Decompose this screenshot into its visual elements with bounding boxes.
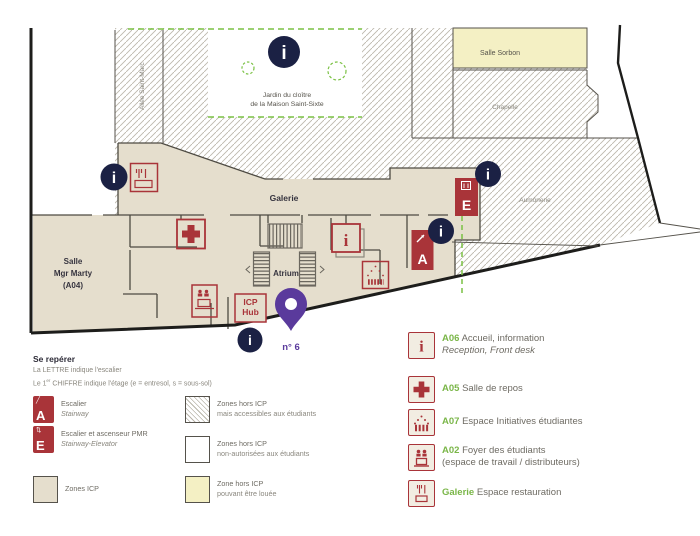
location-pin-icon xyxy=(275,288,307,331)
legend-zone-rentable: Zone hors ICP pouvant être louée xyxy=(185,476,277,503)
marty-label-2: Mgr Marty xyxy=(54,269,93,278)
zones-icp-swatch xyxy=(33,476,58,503)
info-marker: i xyxy=(268,36,300,68)
legend-a02: A02 Foyer des étudiants (espace de trava… xyxy=(408,444,580,471)
marty-label-3: (A04) xyxy=(63,281,83,290)
elevator-label-en: Stairway-Elevator xyxy=(61,438,118,448)
room-sublabel: Reception, Front desk xyxy=(442,345,535,356)
elevator-e-marker: E xyxy=(455,178,478,216)
zones-icp-label: Zones ICP xyxy=(65,484,99,493)
galerie-label: Galerie xyxy=(270,193,299,203)
garden-dashed-border xyxy=(128,28,362,118)
svg-text:i: i xyxy=(248,332,252,348)
first-aid-map-icon xyxy=(176,218,206,250)
legend-note-2: Le 1er CHIFFRE indique l'étage (e = entr… xyxy=(33,377,212,387)
hatched-swatch xyxy=(185,396,210,423)
room-label: Accueil, information xyxy=(461,333,545,344)
room-code: A02 xyxy=(442,445,460,456)
room-code: A06 xyxy=(442,333,460,344)
svg-text:i: i xyxy=(486,167,490,184)
shrub-icon xyxy=(327,61,347,81)
yellow-swatch xyxy=(185,476,210,503)
street-boundary xyxy=(29,28,601,335)
elevator-label-fr: Escalier et ascenseur PMR xyxy=(61,429,148,438)
thin-boundary xyxy=(451,222,700,247)
room-label: Foyer des étudiants xyxy=(462,445,546,456)
salle-sorbon-label: Salle Sorbon xyxy=(480,50,520,57)
legend-zone-restricted: Zones hors ICP non-autorisées aux étudia… xyxy=(185,436,309,463)
initiatives-map-icon xyxy=(361,260,390,290)
restaurant-map-icon xyxy=(129,162,159,193)
info-marker: i xyxy=(475,161,501,187)
legend-zones-icp: Zones ICP xyxy=(33,476,99,503)
svg-text:i: i xyxy=(281,43,286,64)
floor-plan-map: i ICP Hub A E xyxy=(29,24,700,353)
right-boundary xyxy=(616,24,662,224)
stairway-a-icon: ╱ A xyxy=(33,396,54,423)
stairway-label-en: Stairway xyxy=(61,408,89,418)
info-map-icon: i xyxy=(331,223,365,258)
room-sublabel: (espace de travail / distributeurs) xyxy=(442,457,580,468)
first-aid-icon xyxy=(408,376,435,403)
white-swatch xyxy=(185,436,210,463)
legend-elevator: ⇅ E Escalier et ascenseur PMR Stairway-E… xyxy=(33,426,148,453)
svg-text:A: A xyxy=(417,251,427,267)
info-marker: i xyxy=(428,218,454,244)
svg-text:i: i xyxy=(112,170,116,187)
room-code: A05 xyxy=(442,383,460,394)
stairway-a-marker: A xyxy=(411,230,434,270)
legend-title: Se repérer xyxy=(33,354,76,364)
room-label: Espace restauration xyxy=(476,487,562,498)
svg-text:ICP: ICP xyxy=(243,297,258,307)
elevator-e-icon: ⇅ E xyxy=(33,426,54,453)
legend-a05: A05 Salle de repos xyxy=(408,376,523,403)
elevator-icon: ⇅ xyxy=(36,427,42,434)
restaurant-icon xyxy=(408,480,435,507)
foyer-icon xyxy=(408,444,435,471)
chapelle-label: Chapelle xyxy=(492,104,518,111)
legend-key: Se repérer La LETTRE indique l'escalier … xyxy=(33,354,212,388)
svg-text:i: i xyxy=(344,231,349,250)
pin-label: n° 6 xyxy=(282,342,300,353)
marty-label-1: Salle xyxy=(64,257,83,266)
info-marker: i xyxy=(237,327,263,353)
foyer-map-icon xyxy=(191,284,218,318)
zone-outlines xyxy=(114,28,638,143)
garden-label-1: Jardin du cloître xyxy=(263,92,312,99)
building-outline xyxy=(117,142,481,277)
garden-label-2: de la Maison Saint-Sixte xyxy=(250,101,324,108)
svg-text:i: i xyxy=(419,339,424,356)
legend-zone-accessible: Zones hors ICP mais accessibles aux étud… xyxy=(185,396,316,423)
salle-sorbon-area xyxy=(452,27,588,69)
svg-text:Hub: Hub xyxy=(242,307,259,317)
svg-text:E: E xyxy=(462,197,471,213)
info-icon: i xyxy=(408,332,435,359)
legend-stairway: ╱ A Escalier Stairway xyxy=(33,396,89,423)
people-icon xyxy=(408,409,435,436)
room-code: Galerie xyxy=(442,487,475,498)
legend-a07: A07 Espace Initiatives étudiantes xyxy=(408,409,582,436)
svg-text:i: i xyxy=(439,224,443,241)
atrium-stairs xyxy=(245,223,325,287)
legend-a06: i A06 Accueil, information Reception, Fr… xyxy=(408,332,544,359)
legend-note-1: La LETTRE indique l'escalier xyxy=(33,367,122,374)
legend-galerie: Galerie Espace restauration xyxy=(408,480,561,507)
street-label: Allée Saint-Marc xyxy=(139,62,146,110)
stairway-label-fr: Escalier xyxy=(61,399,87,408)
atrium-label: Atrium xyxy=(273,269,299,278)
room-label: Salle de repos xyxy=(462,383,523,394)
room-code: A07 xyxy=(442,416,460,427)
info-marker: i xyxy=(100,163,128,191)
aumonerie-label: Aumônerie xyxy=(519,197,551,204)
icp-hub-box: ICP Hub xyxy=(234,293,267,323)
room-label: Espace Initiatives étudiantes xyxy=(462,416,583,427)
pencil-icon: ╱ xyxy=(36,397,40,404)
shrub-icon xyxy=(241,61,255,75)
